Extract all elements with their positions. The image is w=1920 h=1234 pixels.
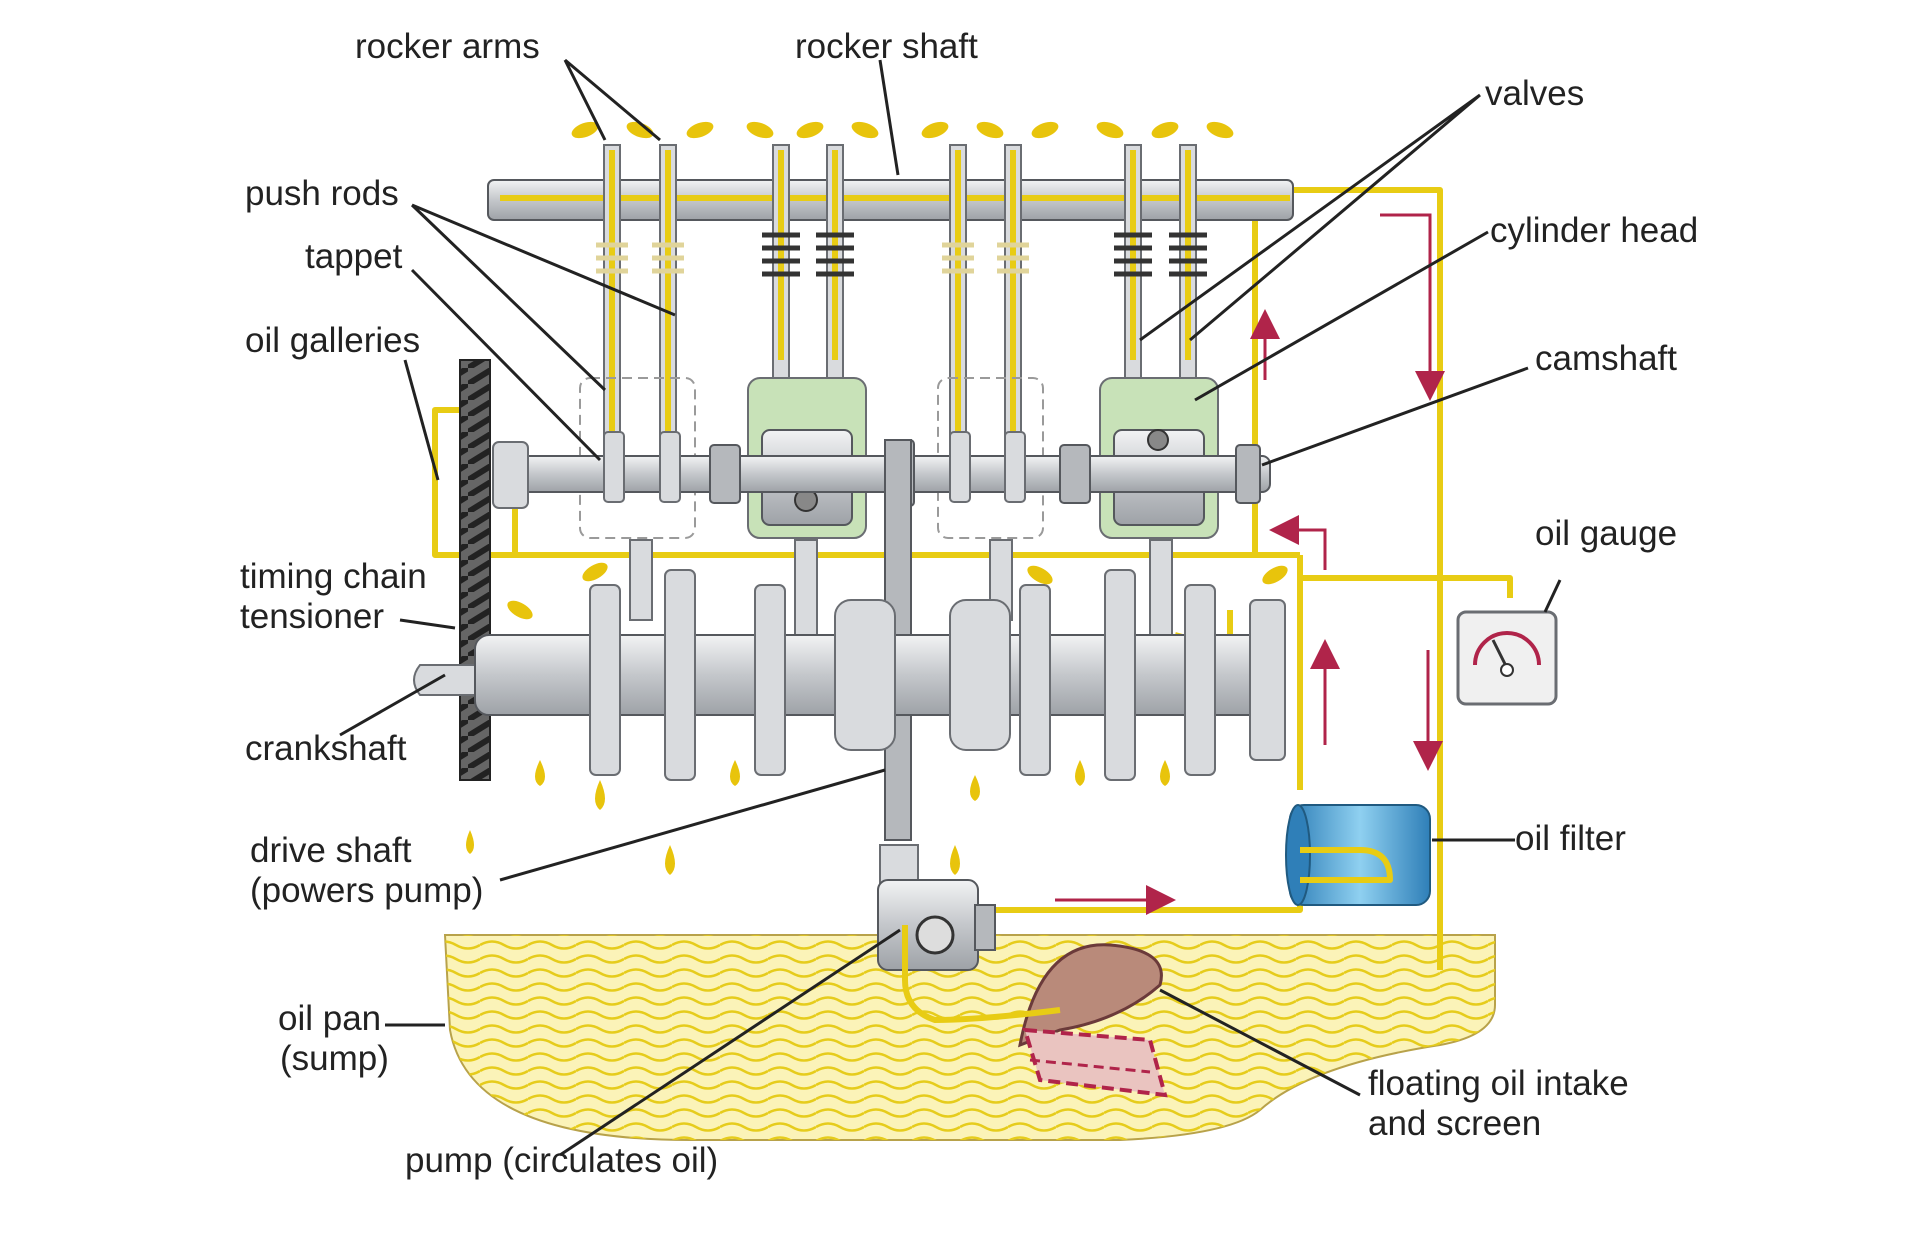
label-intake-2: and screen <box>1368 1104 1541 1143</box>
label-rocker-arms: rocker arms <box>355 27 540 66</box>
oil-pan <box>443 934 1496 1141</box>
label-drive-shaft-2: (powers pump) <box>250 871 483 910</box>
label-cylinder-head: cylinder head <box>1490 211 1698 250</box>
label-oil-pan-2: (sump) <box>280 1039 389 1078</box>
label-oil-filter: oil filter <box>1515 819 1626 858</box>
label-crankshaft: crankshaft <box>245 729 407 768</box>
push-rod-2 <box>659 144 677 471</box>
label-oil-pan-1: oil pan <box>278 999 381 1038</box>
label-timing-chain-1: timing chain <box>240 557 427 596</box>
label-oil-galleries: oil galleries <box>245 321 420 360</box>
rocker-shaft <box>487 179 1294 221</box>
oil-gauge <box>1456 610 1558 706</box>
timing-chain <box>459 359 491 781</box>
label-drive-shaft-1: drive shaft <box>250 831 412 870</box>
push-rod-1 <box>603 144 621 471</box>
oil-spray-top <box>571 121 1234 139</box>
valve-springs <box>596 232 1207 277</box>
label-timing-chain-2: tensioner <box>240 597 384 636</box>
label-valves: valves <box>1485 74 1584 113</box>
label-camshaft: camshaft <box>1535 339 1677 378</box>
label-oil-gauge: oil gauge <box>1535 514 1677 553</box>
label-rocker-shaft: rocker shaft <box>795 27 978 66</box>
push-rod-3 <box>949 144 967 471</box>
label-tappet: tappet <box>305 237 403 276</box>
label-push-rods: push rods <box>245 174 399 213</box>
floating-oil-intake <box>902 930 1168 1098</box>
oil-pump <box>877 879 996 980</box>
label-pump: pump (circulates oil) <box>405 1141 718 1180</box>
oil-filter <box>1285 804 1431 906</box>
oil-drips <box>466 562 1288 875</box>
leader-lines <box>339 58 1562 1157</box>
labels: rocker arms rocker shaft valves push rod… <box>240 27 1698 1180</box>
crankshaft <box>413 569 1286 781</box>
push-rod-4 <box>1004 144 1022 471</box>
flow-arrows <box>1055 213 1445 915</box>
label-intake-1: floating oil intake <box>1368 1064 1629 1103</box>
